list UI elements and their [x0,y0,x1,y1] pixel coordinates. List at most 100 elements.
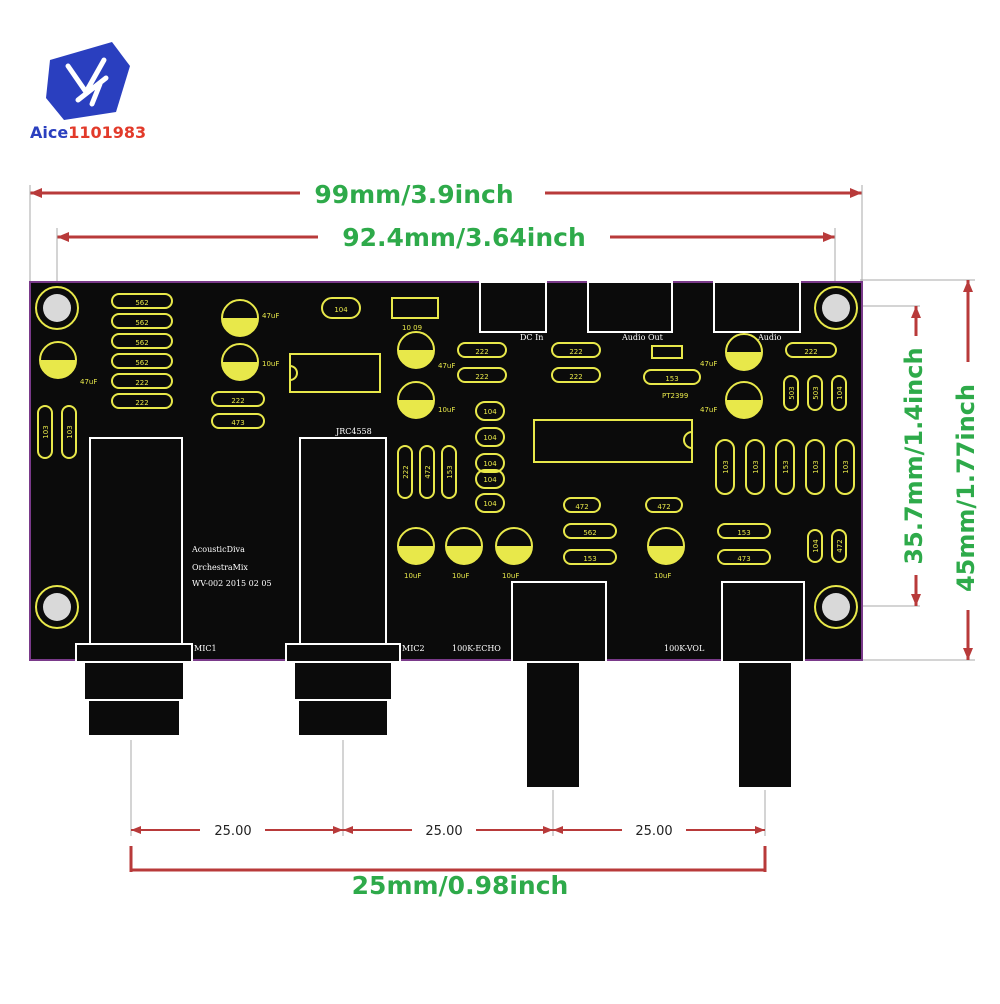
capacitor-polarity [222,362,258,380]
connector-outline [479,281,547,333]
resistor-value: 472 [424,465,432,478]
arrow-down-icon [963,648,973,660]
resistor-value: 103 [812,460,820,473]
connector-dc-in: DC In [479,281,547,342]
capacitor-center-1: 47uF [397,331,455,370]
resistor: 153 [717,523,771,539]
resistor: 472 [419,445,435,499]
resistor-value: 222 [569,373,582,381]
resistor: 562 [111,293,173,309]
resistor-outline [457,342,507,358]
mounting-hole-bottom-left [35,585,79,629]
ceramic-capacitor: 104 [475,427,505,447]
capacitor-value: 104 [483,460,497,468]
capacitor-center-2: 10uF [397,381,455,419]
dimension-width-inner: 92.4mm/3.64inch [56,223,836,300]
resistor-value: 103 [752,460,760,473]
hole-icon [822,294,850,322]
arrow-left-icon [57,232,69,242]
resistor: 222 [111,393,173,409]
resistor: 562 [563,523,617,539]
resistor-outline [37,405,53,459]
resistor: 103 [745,439,765,495]
capacitor-polarity [222,318,258,336]
connector-label: DC In [520,333,543,342]
resistor: 562 [111,353,173,369]
arrow-left-icon [343,826,353,834]
capacitor-value: 104 [483,500,497,508]
resistor-value: 472 [836,539,844,552]
resistor: 153 [775,439,795,495]
resistor-value: 222 [135,399,148,407]
resistor-outline [61,405,77,459]
resistor-value: 562 [135,359,148,367]
resistor-outline [397,445,413,499]
resistor-outline [441,445,457,499]
resistor-outline [563,523,617,539]
ic-notch [289,365,298,381]
capacitor-value: 47uF [700,406,717,414]
resistors-lower-right: 472 153 473 104 472 [645,497,847,565]
jumper-outline [651,345,683,359]
capacitor-polarity [726,400,762,418]
capacitor-outline [475,453,505,473]
resistor-value: 153 [665,375,678,383]
resistor-value: 222 [475,373,488,381]
resistor-outline [643,369,701,385]
resistor: 103 [37,405,53,459]
arrow-up-icon [911,306,921,318]
jack-nut [293,661,393,701]
resistor: 103 [715,439,735,495]
resistor: 222 [397,445,413,499]
capacitor-value: 47uF [262,312,279,320]
jack-label: MIC2 [402,644,425,653]
connector-label: Audio Out [621,333,664,342]
capacitor-polarity [398,546,434,564]
resistor: 472 [831,529,847,563]
resistor-value: 222 [402,465,410,478]
resistor: 473 [717,549,771,565]
capacitor-value: 10uF [654,572,671,580]
arrow-left-icon [131,826,141,834]
jack-label: MIC1 [194,644,217,653]
capacitor-value: 10uF [262,360,279,368]
resistor-outline [111,353,173,369]
ic-chip-left [289,353,381,393]
resistor-outline [745,439,765,495]
regulator: 10 09 [391,297,439,332]
logo-wordmark: Aice1101983 [30,123,146,142]
capacitor-polarity [446,546,482,564]
resistor-value: 472 [657,503,670,511]
hole-ring [814,286,858,330]
resistor-outline [805,439,825,495]
resistor-value: 472 [575,503,588,511]
jack-flange [285,643,401,663]
resistor-value: 562 [583,529,596,537]
pot-label: 100K-ECHO [452,644,501,653]
pot-label: 100K-VOL [664,644,705,653]
capacitor-outline [475,493,505,513]
capacitor-polarity [726,352,762,370]
capacitor-value: 104 [483,408,497,416]
resistor-outline [211,391,265,407]
capacitor-polarity [398,350,434,368]
arrow-right-icon [823,232,835,242]
capacitor-outline [321,297,361,319]
resistor-value: 103 [842,460,850,473]
resistor-outline [717,523,771,539]
hole-ring [35,286,79,330]
resistor-value: 222 [804,348,817,356]
regulator-outline [391,297,439,319]
resistor-value: 473 [737,555,750,563]
capacitor: 10uF [397,527,435,580]
jack-barrel [297,699,389,737]
capacitor-value: 47uF [80,378,97,386]
vertical-resistors-right: 103 103 153 103 103 [715,439,855,495]
connector-outline [587,281,673,333]
capacitor-value: 47uF [438,362,455,370]
resistor-value: 562 [135,299,148,307]
logo-mark-icon [65,57,109,107]
jack-flange [75,643,193,663]
resistor-outline [551,367,601,383]
